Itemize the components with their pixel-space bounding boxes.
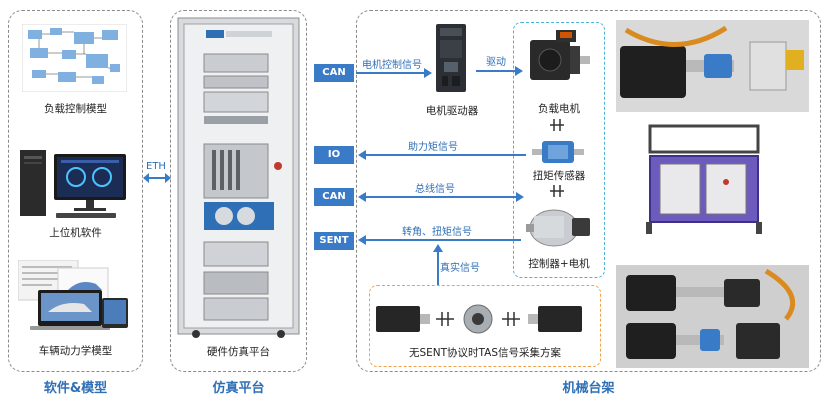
- host-software-caption: 上位机软件: [49, 227, 102, 239]
- controller-motor-caption: 控制器+电机: [528, 258, 590, 270]
- coupling-symbol-2: [550, 185, 564, 197]
- torque-sensor-image: [532, 141, 584, 163]
- controller-motor-image: [526, 209, 590, 247]
- interface-tag-can-2: CAN: [314, 188, 354, 206]
- mechanical-panel: [356, 10, 821, 372]
- signal-drive: 驱动: [486, 57, 506, 68]
- coupling-symbol-1: [550, 119, 564, 131]
- host-pc-image: [20, 150, 126, 218]
- vehicle-dynamics-caption: 车辆动力学模型: [38, 345, 113, 357]
- cabinet-caption: 硬件仿真平台: [207, 346, 270, 358]
- tas-scheme-image: [376, 304, 582, 334]
- signal-motor-control: 电机控制信号: [362, 60, 422, 71]
- tas-scheme-caption: 无SENT协议时TAS信号采集方案: [408, 347, 561, 359]
- section-title-mechanical: 机械台架: [562, 381, 615, 396]
- drive-arrow: [476, 66, 523, 76]
- platform-panel: [170, 10, 307, 372]
- software-panel: [8, 10, 143, 372]
- hil-cabinet-image: [177, 17, 300, 338]
- bench-photo-middle: [640, 120, 768, 240]
- signal-arrows: [356, 68, 526, 286]
- load-control-model-image: [22, 24, 127, 92]
- signal-bus: 总线信号: [415, 184, 455, 195]
- section-title-platform: 仿真平台: [212, 381, 265, 396]
- torque-sensor-caption: 扭矩传感器: [532, 170, 586, 182]
- signal-real: 真实信号: [440, 263, 480, 274]
- load-control-model-caption: 负载控制模型: [44, 103, 107, 115]
- bench-photo-top: [616, 20, 809, 112]
- bench-components-group: [513, 22, 605, 278]
- interface-tag-io: IO: [314, 146, 354, 164]
- section-title-software: 软件&模型: [43, 381, 108, 396]
- motor-driver-image: [436, 24, 466, 92]
- signal-assist-torque: 助力矩信号: [408, 142, 458, 153]
- motor-driver-caption: 电机驱动器: [425, 105, 479, 117]
- load-motor-image: [530, 30, 590, 80]
- signal-angle-torque: 转角、扭矩信号: [402, 227, 472, 238]
- vehicle-dynamics-model-image: [18, 260, 128, 330]
- interface-tag-sent: SENT: [314, 232, 354, 250]
- interface-tag-can-1: CAN: [314, 64, 354, 82]
- bench-photo-bottom: [616, 265, 809, 368]
- eth-bidirectional-arrow: [143, 173, 171, 183]
- load-motor-caption: 负载电机: [538, 103, 580, 115]
- tas-scheme-box: [369, 285, 601, 367]
- eth-label: ETH: [146, 161, 166, 172]
